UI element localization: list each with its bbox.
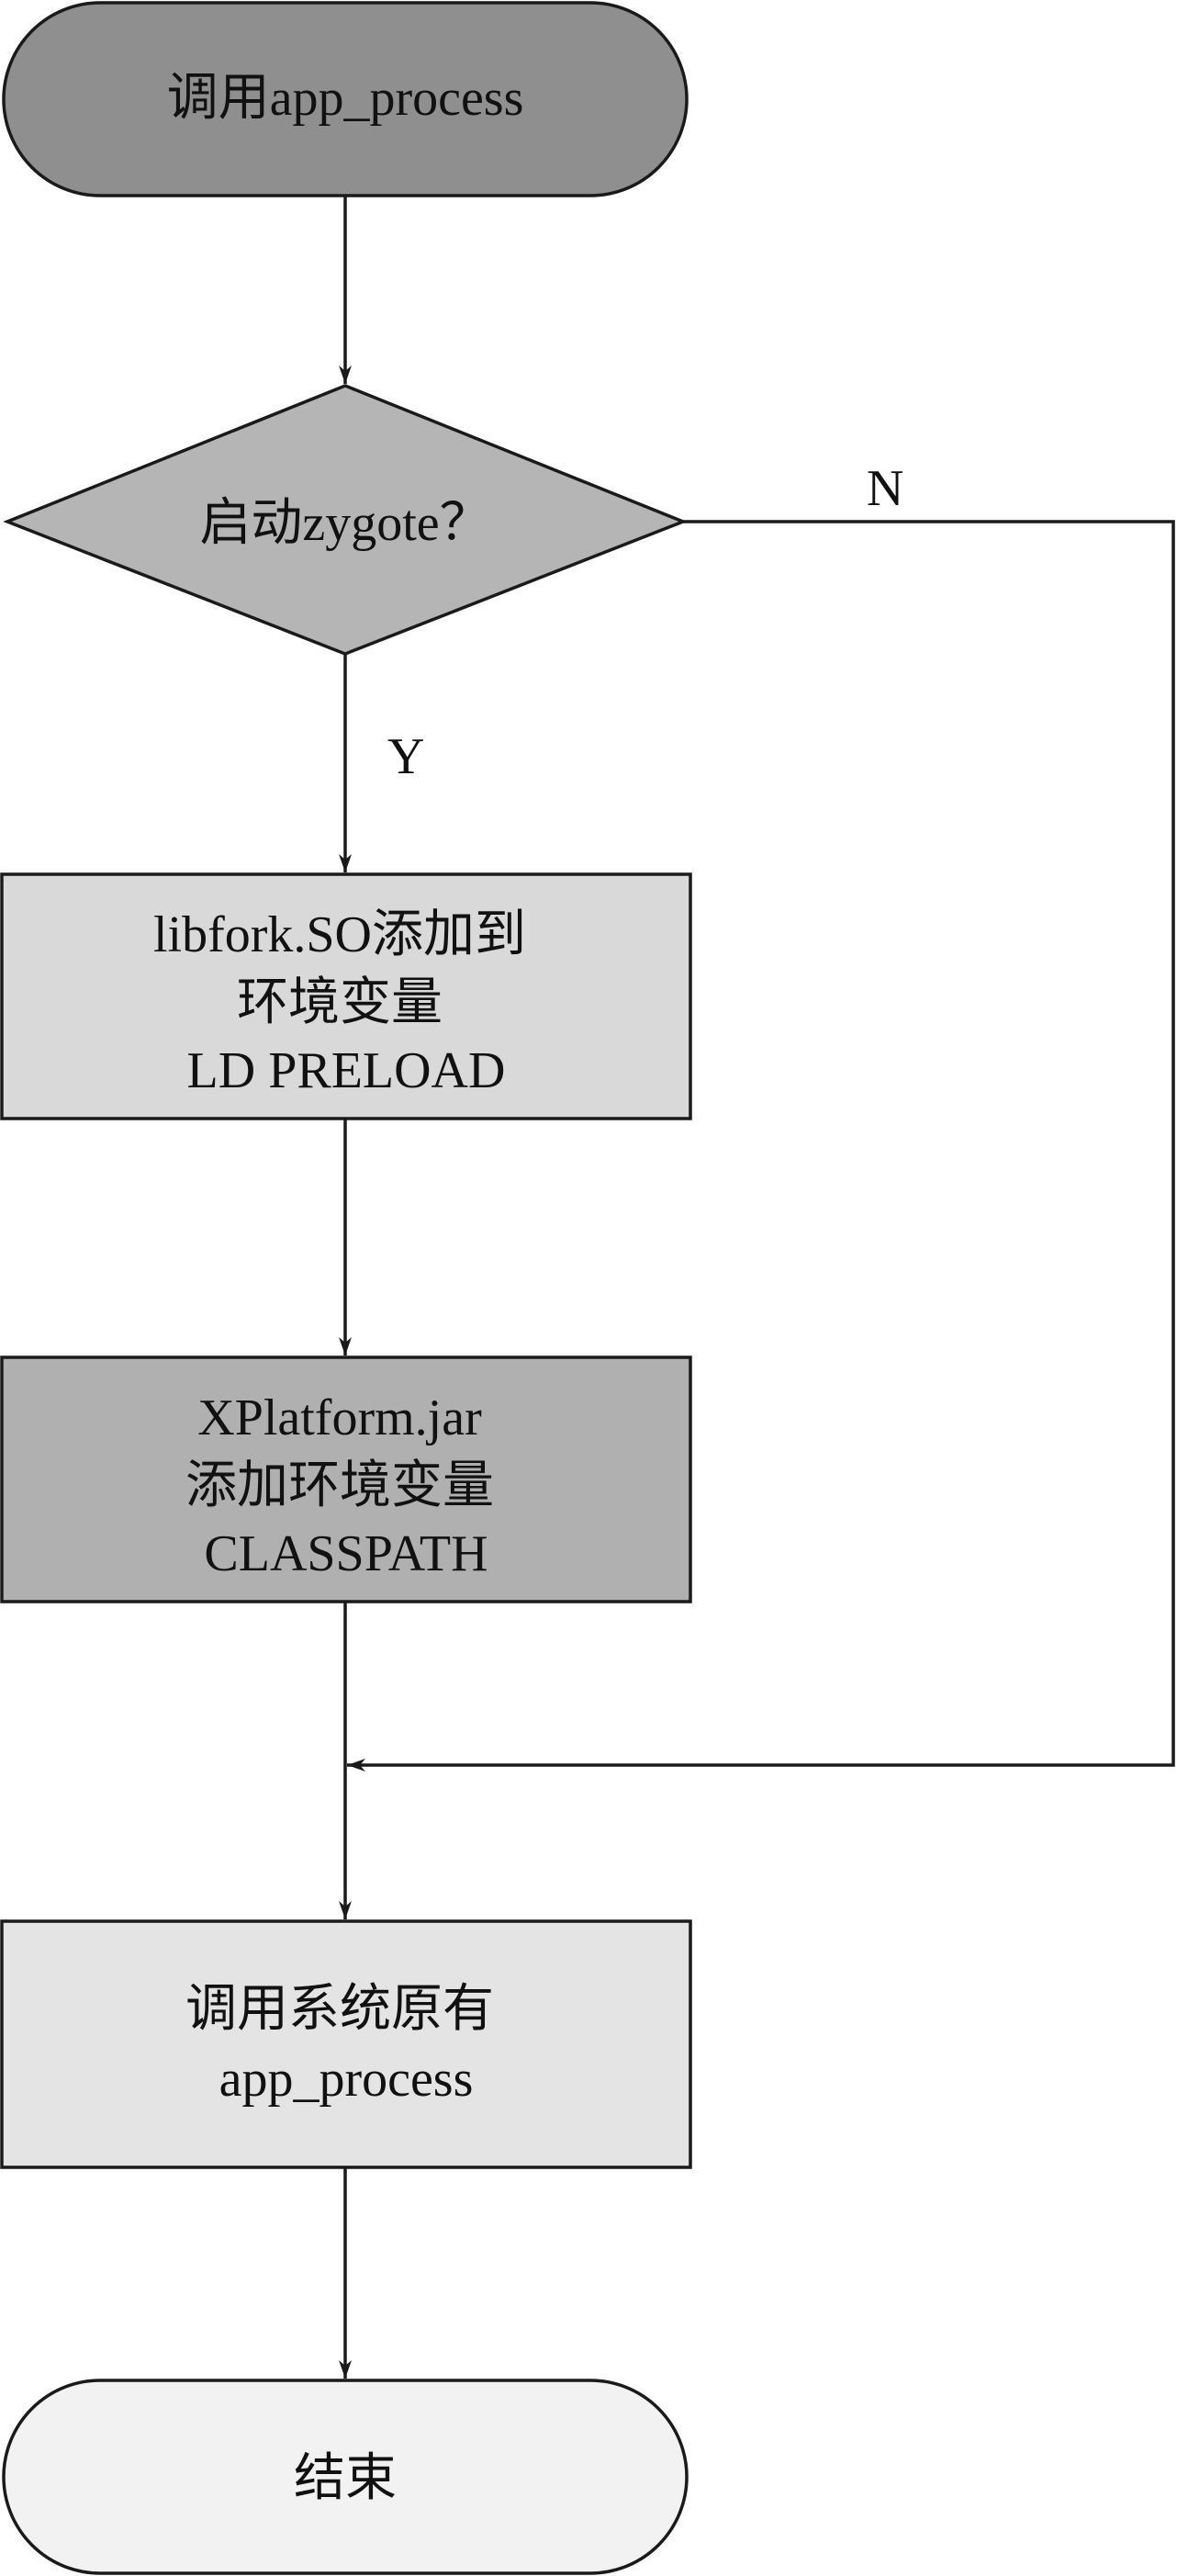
start-label: 调用app_process	[167, 70, 524, 127]
end-shape	[2, 2379, 689, 2575]
step2-line-2: 添加环境变量	[185, 1457, 494, 1514]
step3-node: 调用系统原有 app_process	[0, 1919, 692, 2169]
end-node: 结束	[2, 2379, 689, 2575]
step1-line-3: LD PRELOAD	[187, 1042, 506, 1099]
decision-node: 启动zygote？	[3, 384, 688, 656]
step2-shape	[0, 1355, 692, 1603]
yes-label: Y	[387, 728, 424, 785]
end-label: 结束	[294, 2450, 397, 2507]
svg-text:结束: 结束	[294, 2450, 397, 2507]
arrow-no-branch	[347, 520, 1175, 1772]
step1-line-2: 环境变量	[237, 974, 443, 1031]
svg-text:libfork.SO添加到 环境变量: libfork.SO添加到 环境变量 LD PRELOAD	[153, 906, 539, 1099]
svg-text:调用app_process: 调用app_process	[167, 70, 524, 127]
start-node: 调用app_process	[2, 1, 689, 197]
step2-line-3: CLASSPATH	[204, 1525, 488, 1582]
connectors	[339, 196, 1175, 2379]
step3-line-1: 调用系统原有	[185, 1981, 494, 2038]
step2-line-1: XPlatform.jar	[197, 1389, 482, 1446]
svg-text:启动zygote？: 启动zygote？	[199, 495, 490, 552]
decision-label: 启动zygote？	[199, 495, 490, 552]
step1-shape	[0, 872, 692, 1120]
no-label: N	[867, 460, 903, 517]
svg-text:调用系统原有 app_process: 调用系统原有 app_process	[185, 1981, 507, 2108]
step2-node: XPlatform.jar 添加环境变量 CLASSPATH	[0, 1355, 692, 1603]
step3-shape	[0, 1919, 692, 2169]
step3-line-2: app_process	[219, 2051, 474, 2108]
step1-line-1: libfork.SO添加到	[153, 906, 526, 963]
svg-text:XPlatform.jar 添加环境变量: XPlatform.jar 添加环境变量 CLASSPATH	[185, 1389, 507, 1582]
step1-node: libfork.SO添加到 环境变量 LD PRELOAD	[0, 872, 692, 1120]
